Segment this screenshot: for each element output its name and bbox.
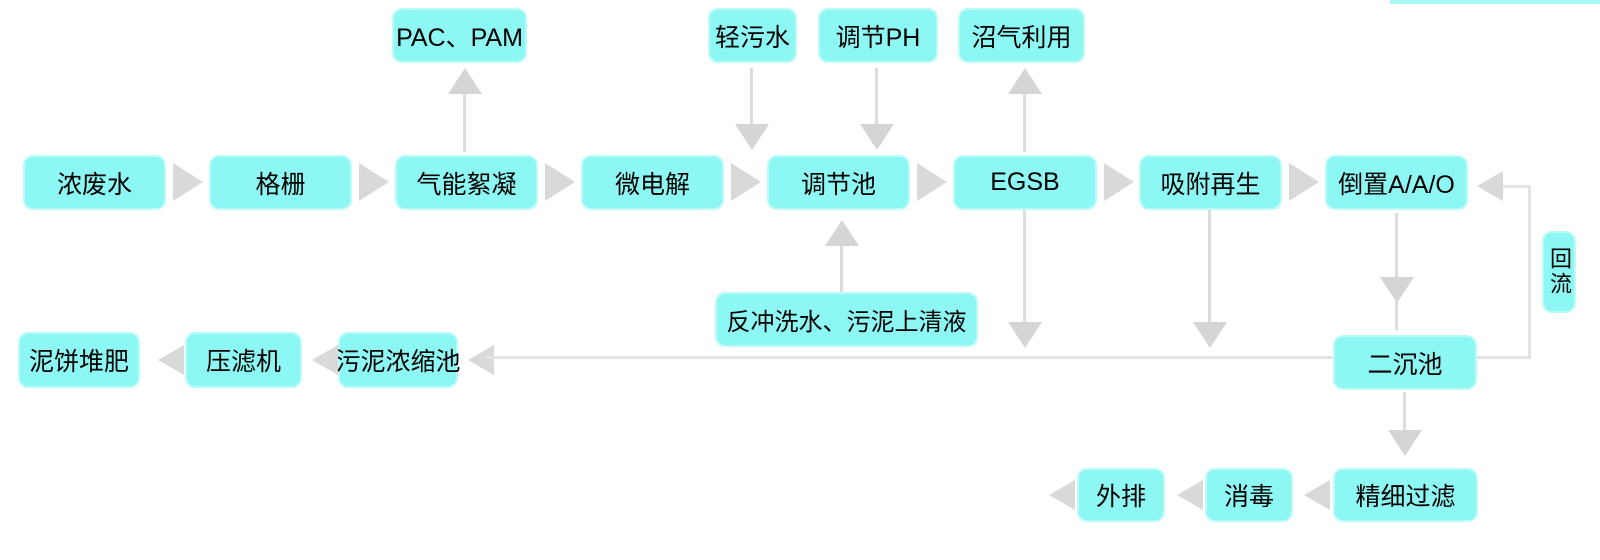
arrow-egsb-to-zhaoqi-head (1008, 68, 1042, 94)
node-erchenchi: 二沉池 (1333, 335, 1477, 390)
arrow-huiliu-to-daozhi-head (1477, 171, 1503, 201)
arrow-qineng-to-pacpam-head (448, 68, 482, 94)
huiliu-line-bottom (1477, 356, 1531, 359)
arrow-yaluji-to-nibing (158, 345, 184, 375)
node-daozhi-aao: 倒置A/A/O (1325, 155, 1468, 210)
huiliu-line-top (1503, 185, 1530, 188)
arrow-erchenchi-to-jingxiguolv-head (1388, 430, 1422, 456)
arrow-egsb-to-zhaoqi-shaft (1023, 94, 1026, 152)
node-yaluji: 压滤机 (185, 332, 302, 388)
arrow-egsb-to-xifu (1104, 163, 1134, 201)
node-nibing-duifei: 泥饼堆肥 (18, 332, 140, 388)
node-tiaojie-ph: 调节PH (818, 8, 938, 63)
arrow-tiaojieph-to-tiaojiechi-head (860, 124, 894, 150)
node-fanchongxishui: 反冲洗水、污泥上清液 (715, 292, 978, 347)
arrow-qingwushui-to-tiaojiechi-shaft (750, 68, 753, 124)
arrow-fanchong-to-tiaojiechi-shaft (840, 246, 843, 292)
node-xifu-zaisheng: 吸附再生 (1139, 155, 1282, 210)
arrow-egsb-to-sludgeline-head (1008, 322, 1042, 348)
arrow-xifu-to-sludgeline-head (1193, 322, 1227, 348)
node-jingxi-guolv: 精细过滤 (1333, 468, 1478, 522)
arrow-tiaojieph-to-tiaojiechi-shaft (875, 68, 878, 124)
arrow-egsb-to-sludgeline-shaft (1023, 210, 1026, 322)
arrow-tiaojiechi-to-egsb (917, 163, 947, 201)
node-qing-wushui: 轻污水 (708, 8, 797, 63)
arrow-qineng-to-weidianjie (545, 163, 575, 201)
node-nongfeishui: 浓废水 (23, 155, 166, 210)
node-tiaojiechi: 调节池 (767, 155, 910, 210)
arrow-qingwushui-to-tiaojiechi-head (735, 124, 769, 150)
arrow-geshan-to-qineng (359, 163, 389, 201)
arrow-jingxiguolv-to-xiaodu (1304, 480, 1330, 510)
arrow-wuninongsuo-to-yaluji (312, 345, 338, 375)
arrow-sludgeline-to-wuninongsuo (468, 345, 494, 375)
arrow-daozhi-to-erchenchi-shaft (1395, 213, 1398, 330)
arrow-qineng-to-pacpam-shaft (463, 94, 466, 152)
arrow-nongfeishui-to-geshan (173, 163, 203, 201)
arrow-weidianjie-to-tiaojiechi (731, 163, 761, 201)
arrow-waipai-discharge (1049, 480, 1075, 510)
arrow-xifu-to-sludgeline-shaft (1208, 210, 1211, 322)
node-zhaoqi-liyong: 沼气利用 (958, 8, 1085, 63)
node-pac-pam: PAC、PAM (392, 8, 527, 63)
node-huiliu: 回流 (1542, 231, 1576, 313)
arrow-xiaodu-to-waipai (1177, 480, 1203, 510)
arrow-xifu-to-daozhi (1289, 163, 1319, 201)
arrow-fanchong-to-tiaojiechi-head (825, 220, 859, 246)
arrow-daozhi-to-erchenchi-head (1380, 277, 1414, 303)
node-waipai: 外排 (1077, 468, 1165, 522)
node-geshan: 格栅 (209, 155, 352, 210)
node-qineng-xuning: 气能絮凝 (395, 155, 538, 210)
huiliu-line-vertical (1528, 186, 1531, 359)
node-xiaodu: 消毒 (1205, 468, 1293, 522)
arrow-erchenchi-to-jingxiguolv-shaft (1403, 392, 1406, 430)
node-wuni-nongsuochi: 污泥浓缩池 (336, 332, 461, 388)
cropped-box-top-edge (1390, 0, 1600, 4)
node-weidianjie: 微电解 (581, 155, 724, 210)
sludge-return-line (486, 356, 1333, 359)
node-egsb: EGSB (953, 155, 1097, 210)
